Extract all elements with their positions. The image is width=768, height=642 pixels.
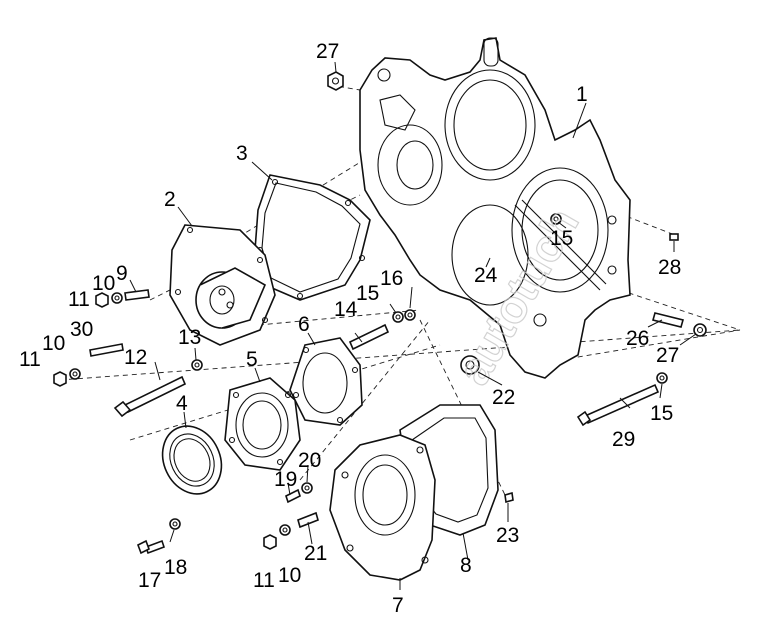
oil-seal-part-4	[161, 425, 223, 495]
callout-14: 14	[334, 298, 358, 321]
callout-29: 29	[612, 428, 635, 451]
seal-housing-part-5	[224, 377, 301, 471]
callout-18: 18	[164, 556, 187, 579]
callout-24: 24	[474, 264, 498, 287]
callout-4: 4	[176, 392, 188, 415]
callout-15a: 15	[356, 282, 379, 305]
callout-10a: 10	[92, 272, 115, 295]
gear-housing-part-1	[359, 37, 631, 379]
callout-19: 19	[274, 468, 297, 491]
callout-16: 16	[380, 267, 403, 290]
callout-27b: 27	[656, 344, 679, 367]
callout-8: 8	[460, 554, 472, 577]
callout-26: 26	[626, 327, 649, 350]
callout-23: 23	[496, 524, 519, 547]
callout-11a: 11	[68, 288, 90, 311]
callout-11c: 11	[253, 569, 275, 592]
callout-1: 1	[576, 83, 588, 106]
callout-7: 7	[392, 594, 404, 617]
callout-9: 9	[116, 262, 128, 285]
callout-2: 2	[164, 188, 176, 211]
callout-22: 22	[492, 386, 515, 409]
callout-21: 21	[304, 542, 327, 565]
callout-12: 12	[124, 346, 147, 369]
gasket-part-3	[254, 174, 371, 301]
callout-15b: 15	[550, 227, 573, 250]
callout-30: 30	[70, 318, 93, 341]
nut-part-27-top	[327, 71, 344, 91]
fasteners-left	[53, 289, 203, 418]
callout-labels: 1 2 3 4 5 6 7 8 9 10 10 10 11 11 11 12 1…	[19, 40, 681, 617]
callout-13: 13	[178, 326, 201, 349]
fasteners-right	[348, 213, 707, 504]
cover-plate-part-2	[169, 224, 276, 346]
callout-17: 17	[138, 569, 161, 592]
callout-15c: 15	[650, 402, 673, 425]
gasket-part-6	[289, 337, 363, 426]
callout-10b: 10	[42, 332, 65, 355]
callout-27a: 27	[316, 40, 339, 63]
callout-10c: 10	[278, 564, 301, 587]
callout-3: 3	[236, 142, 248, 165]
callout-20: 20	[298, 449, 321, 472]
callout-6: 6	[298, 313, 310, 336]
callout-5: 5	[246, 348, 258, 371]
front-cover-part-7	[329, 434, 436, 581]
fasteners-bottom	[136, 482, 319, 555]
callout-11b: 11	[19, 348, 41, 371]
callout-28: 28	[658, 256, 681, 279]
leader-lines	[129, 61, 697, 590]
